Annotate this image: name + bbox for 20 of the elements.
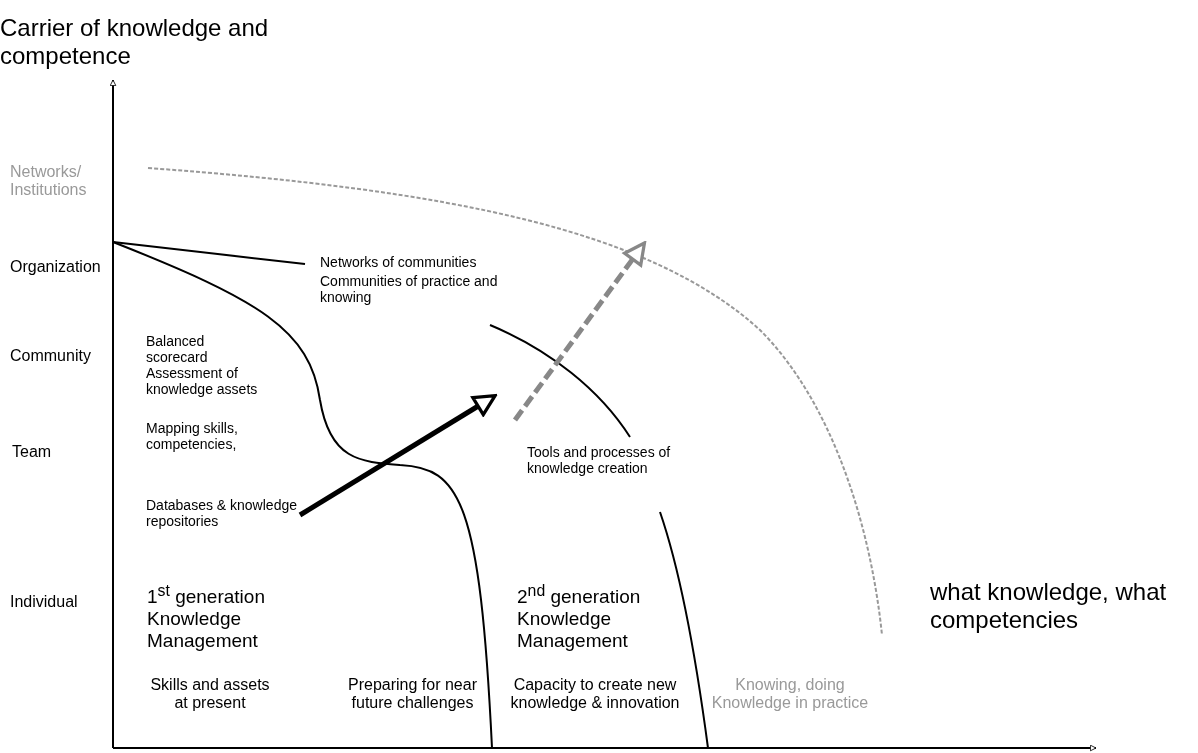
phase-label: Capacity to create new knowledge & innovation — [510, 676, 680, 713]
axis-title: Carrier of knowledge and competence — [0, 14, 270, 70]
level-label: Organization — [10, 258, 102, 277]
annotation-text: Tools and processes of knowledge creation — [527, 444, 672, 477]
level-label: Individual — [10, 593, 79, 612]
level-label: Team — [12, 443, 53, 462]
annotation-text: Assessment of knowledge assets — [146, 365, 259, 398]
level-label: Networks/ Institutions — [10, 163, 88, 200]
axis-title: what knowledge, what competencies — [930, 578, 1168, 634]
annotation-text: Mapping skills, competencies, — [146, 420, 239, 453]
annotation-text: Communities of practice and knowing — [320, 273, 499, 306]
phase-label: Knowing, doing Knowledge in practice — [710, 676, 870, 713]
phase-label: Preparing for near future challenges — [347, 676, 478, 713]
annotation-text: Databases & knowledge repositories — [146, 497, 298, 530]
annotation-text: Balanced scorecard — [146, 333, 209, 366]
generation-label: 1$^{st}$ generation Knowledge Management — [147, 582, 266, 652]
phase-label: Skills and assets at present — [150, 676, 270, 713]
annotation-text: Networks of communities — [320, 254, 478, 271]
level-label: Community — [10, 347, 92, 366]
generation-label: 2$^{nd}$ generation Knowledge Management — [517, 582, 642, 652]
